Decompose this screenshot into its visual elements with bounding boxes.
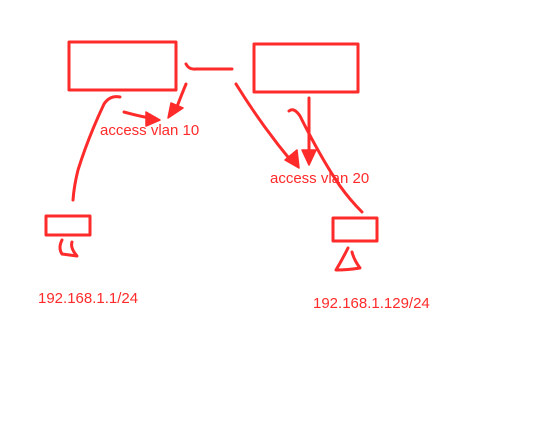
arrow-label-left-head — [145, 111, 161, 127]
label-access-vlan-20: access vlan 20 — [270, 170, 370, 187]
host-left-stand — [58, 238, 79, 258]
arrow-switch-left-head — [167, 102, 184, 119]
host-left — [44, 214, 92, 237]
arrow-trunk-right-head — [284, 149, 300, 169]
host-right-stand — [334, 246, 362, 272]
label-access-vlan-10: access vlan 10 — [100, 122, 200, 139]
label-ip-right: 192.168.1.129/24 — [313, 295, 430, 312]
label-ip-left: 192.168.1.1/24 — [38, 290, 139, 307]
arrow-switch-right-head — [301, 149, 317, 166]
link-right-host — [287, 108, 364, 214]
link-switch-trunk — [184, 62, 234, 71]
host-right — [331, 216, 379, 243]
switch-left — [67, 40, 178, 92]
switch-right — [252, 42, 360, 94]
arrow-trunk-right-shaft — [234, 82, 294, 164]
link-left-host — [71, 95, 122, 202]
